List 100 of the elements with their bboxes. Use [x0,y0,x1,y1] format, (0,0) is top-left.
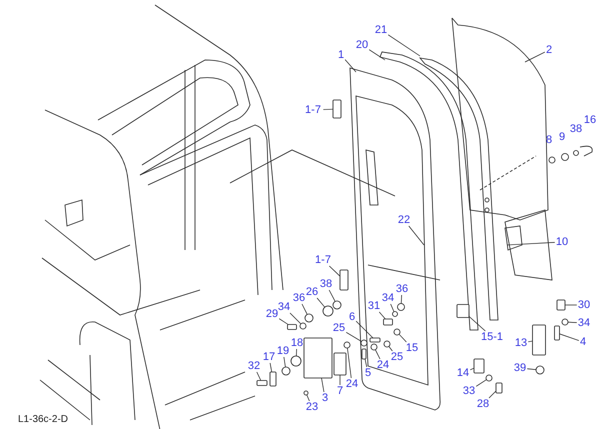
leader-line [296,348,298,356]
block-part [256,380,268,386]
callout-number: 19 [276,345,290,357]
leader-line [408,226,424,246]
leader-line [364,358,368,368]
leader-line [400,294,402,304]
round-part [397,303,405,311]
block-part [270,372,276,386]
round-part [332,300,342,310]
block-part [334,352,346,376]
leader-line [559,334,580,341]
callout-number: 2 [546,44,552,56]
callout-number: 25 [332,322,346,334]
callout-number: 6 [348,311,356,323]
round-part [370,344,378,350]
block-part [554,326,560,340]
callout-number: 21 [374,24,388,36]
block-part [383,318,393,326]
callout-number: 24 [346,378,358,390]
drawing-code: L1-36c-2-D [18,414,68,426]
callout-number: 25 [390,351,404,363]
leader-line [321,378,324,392]
block-part [287,324,297,330]
leader-line [524,52,546,62]
leader-line [374,349,380,360]
leader-line [356,320,374,338]
leader-line [284,356,286,368]
leader-line [270,362,272,372]
leader-line [398,334,407,342]
callout-number: 9 [558,131,566,143]
callout-number: 28 [476,398,490,410]
block-part [340,270,348,290]
callout-number: 7 [336,385,344,397]
round-part [322,306,334,316]
round-part [486,374,492,382]
leader-line [468,316,486,332]
round-part [536,366,544,374]
callout-number: 10 [556,236,568,248]
leader-line [488,390,496,398]
leader-line [328,290,336,302]
block-part [556,300,566,310]
round-part [360,340,368,346]
callout-number: 34 [278,301,290,313]
leader-line [316,298,326,308]
leader-line [278,318,288,325]
leader-line [368,49,386,60]
callout-number: 32 [248,360,260,372]
callout-number: 1-7 [305,104,321,116]
callout-number: 33 [462,385,476,397]
callout-number: 36 [396,283,408,295]
leader-line [390,304,394,312]
leader-line [476,379,487,387]
block-part [304,338,332,378]
callout-number: 34 [382,292,394,304]
block-part [532,324,546,356]
round-part [282,366,290,376]
leader-line [302,304,308,315]
round-part [290,356,302,366]
callout-number: 39 [514,362,526,374]
block-part [456,304,470,318]
callout-number: 18 [290,337,304,349]
callout-number: 1-7 [315,254,331,266]
round-part [384,340,390,348]
callout-number: 30 [578,299,590,311]
leader-line [378,312,386,320]
callout-number: 36 [292,292,306,304]
round-part [304,314,314,322]
callout-number: 16 [584,114,596,126]
block-part [474,358,484,374]
leader-line [568,322,578,323]
leader-line [346,332,362,342]
callout-number: 31 [368,300,380,312]
callout-number: 29 [266,308,278,320]
callout-number: 38 [320,278,332,290]
callout-number: 14 [456,367,470,379]
callout-number: 8 [546,134,552,146]
callout-number: 17 [262,351,276,363]
block-part [332,100,342,118]
callout-number: 4 [580,336,586,348]
callout-number: 26 [306,286,318,298]
callout-number: 20 [356,39,368,51]
round-part [392,311,398,317]
round-part [562,318,568,326]
callout-number: 15 [406,342,418,354]
round-part [304,390,308,396]
leader-line [347,348,352,378]
leader-line [306,394,310,402]
callout-number: 3 [322,392,328,404]
callout-number: 38 [570,123,582,135]
block-part [370,338,380,342]
callout-number: 15-1 [480,331,504,343]
callout-number: 22 [398,214,410,226]
leader-line [470,368,474,370]
leader-line [388,346,393,352]
callout-number: 5 [364,367,372,379]
block-part [362,348,366,360]
round-part [300,322,306,330]
block-part [496,382,502,394]
leader-line [290,312,302,324]
leader-line [526,368,536,370]
